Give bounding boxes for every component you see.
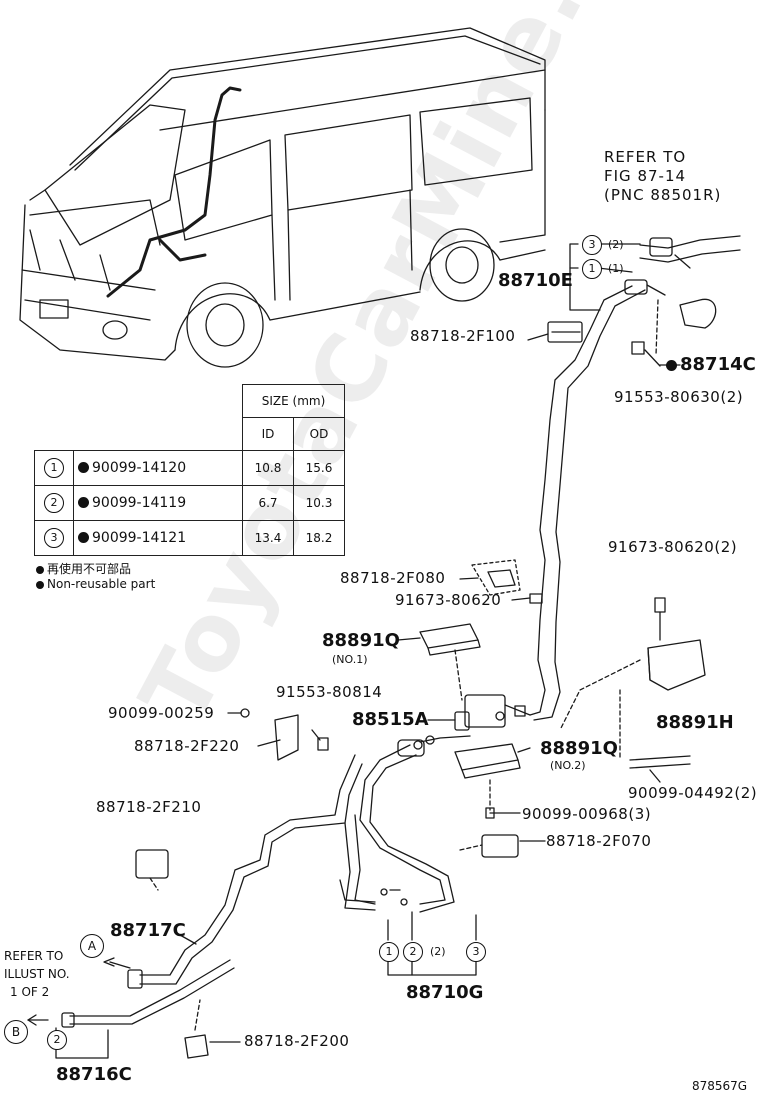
label-88891H: 88891H — [656, 712, 734, 733]
size-table-subheader-row: ID OD — [35, 417, 345, 451]
row-id: 10.8 — [242, 450, 294, 486]
label-88718-2F100: 88718-2F100 — [410, 327, 516, 345]
table-row: 2 90099-14119 6.7 10.3 — [34, 485, 345, 521]
sub-two-88710G: (2) — [430, 945, 446, 958]
row-part-number: 90099-14119 — [92, 495, 187, 511]
row-part-number: 90099-14121 — [92, 530, 187, 546]
label-no2: (NO.2) — [550, 759, 586, 772]
label-91673-80620-2: 91673-80620(2) — [608, 538, 738, 556]
row-index: 1 — [44, 458, 64, 478]
refer-left-line3: 1 OF 2 — [10, 985, 50, 999]
marker-a: A — [80, 934, 104, 958]
table-row: 3 90099-14121 13.4 18.2 — [34, 520, 345, 556]
label-90099-00259: 90099-00259 — [108, 704, 215, 722]
row-index: 3 — [44, 528, 64, 548]
refer-left-line2: ILLUST NO. — [4, 967, 70, 981]
label-88718-2F220: 88718-2F220 — [134, 737, 240, 755]
circle-2-88716C: 2 — [47, 1030, 67, 1050]
non-reusable-dot — [36, 566, 44, 574]
circle-1-88710E: 1 — [582, 259, 602, 279]
van-illustration — [19, 27, 546, 368]
circle-2-88710G: 2 — [403, 942, 423, 962]
label-no1: (NO.1) — [332, 653, 368, 666]
col-id-header: ID — [242, 417, 294, 451]
refer-top-line1: REFER TO — [604, 148, 687, 166]
row-od: 10.3 — [293, 485, 345, 521]
legend-jp: 再使用不可部品 — [36, 560, 131, 577]
label-88710E: 88710E — [498, 270, 573, 291]
label-88716C: 88716C — [56, 1064, 132, 1085]
row-part-number: 90099-14120 — [92, 460, 187, 476]
non-reusable-dot — [78, 532, 89, 543]
marker-b: B — [4, 1020, 28, 1044]
non-reusable-dot — [78, 462, 89, 473]
label-88515A: 88515A — [352, 709, 429, 730]
circle-1-88710G: 1 — [379, 942, 399, 962]
label-88718-2F080: 88718-2F080 — [340, 569, 446, 587]
figure-code: 878567G — [692, 1079, 748, 1093]
size-table-header-row: SIZE (mm) — [35, 384, 345, 418]
hose-88710G — [339, 735, 471, 913]
label-90099-00968: 90099-00968(3) — [522, 805, 652, 823]
size-table: SIZE (mm) ID OD 1 90099-14120 10.8 15.6 … — [34, 384, 345, 556]
col-od-header: OD — [293, 417, 345, 451]
row-id: 13.4 — [242, 520, 294, 556]
label-90099-04492: 90099-04492(2) — [628, 784, 758, 802]
circle-3-88710G: 3 — [466, 942, 486, 962]
non-reusable-dot — [78, 497, 89, 508]
pipe-88717C — [127, 754, 376, 989]
hose-88710E — [529, 235, 741, 721]
label-88891Q-bottom: 88891Q — [540, 738, 618, 759]
circle-3-88710E: 3 — [582, 235, 602, 255]
label-91553-80630: 91553-80630(2) — [614, 388, 744, 406]
pipe-88716C — [61, 959, 235, 1028]
label-88717C: 88717C — [110, 920, 186, 941]
label-88714C: 88714C — [666, 356, 756, 374]
label-88718-2F070: 88718-2F070 — [546, 832, 652, 850]
label-88718-2F210: 88718-2F210 — [96, 798, 202, 816]
non-reusable-dot — [666, 360, 677, 371]
label-88710G: 88710G — [406, 982, 484, 1003]
label-88718-2F200: 88718-2F200 — [244, 1032, 350, 1050]
label-91673-80620: 91673-80620 — [395, 591, 502, 609]
row-od: 18.2 — [293, 520, 345, 556]
sub-two-88710E: (2) — [608, 238, 624, 251]
refer-top-line3: (PNC 88501R) — [604, 186, 722, 204]
refer-top-line2: FIG 87-14 — [604, 167, 687, 185]
non-reusable-dot — [36, 581, 44, 589]
row-od: 15.6 — [293, 450, 345, 486]
legend-en: Non-reusable part — [36, 577, 155, 591]
table-row: 1 90099-14120 10.8 15.6 — [34, 450, 345, 486]
row-index: 2 — [44, 493, 64, 513]
sub-one-88710E: (1) — [608, 262, 624, 275]
row-id: 6.7 — [242, 485, 294, 521]
label-91553-80814: 91553-80814 — [276, 683, 383, 701]
label-88891Q-top: 88891Q — [322, 630, 400, 651]
size-header: SIZE (mm) — [242, 384, 345, 418]
refer-left-line1: REFER TO — [4, 949, 64, 963]
